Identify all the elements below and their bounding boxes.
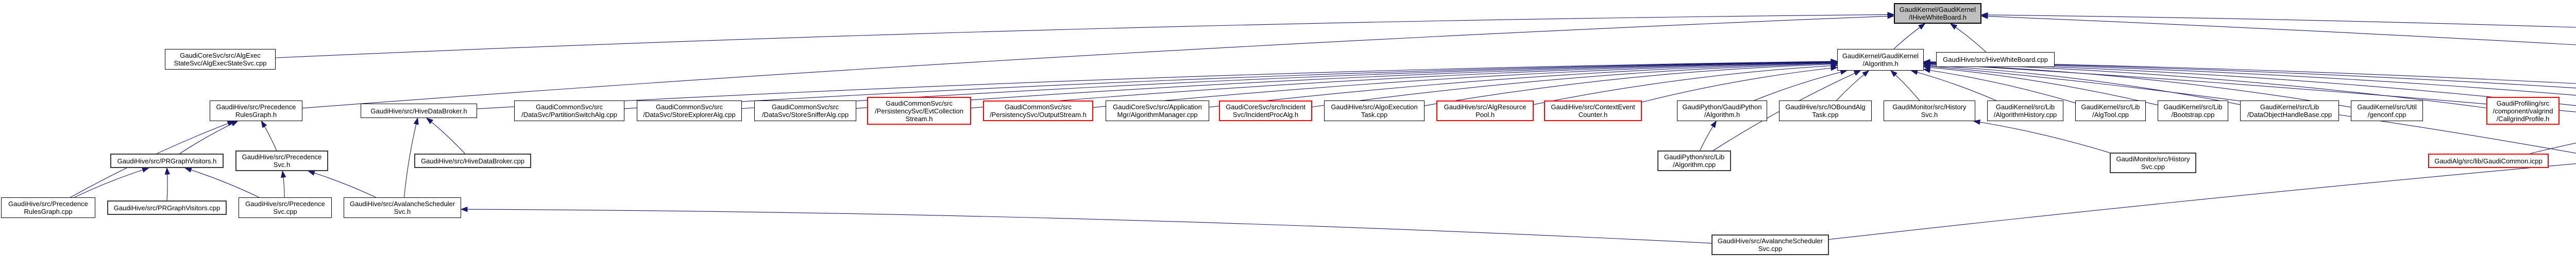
graph-node-avalancheschedulersvc_cpp[interactable]: GaudiHive/src/AvalancheScheduler Svc.cpp xyxy=(1711,234,1829,255)
include-edge xyxy=(1923,61,2576,89)
graph-node-bootstrap_cpp[interactable]: GaudiKernel/src/Lib /Bootstrap.cpp xyxy=(2158,100,2228,121)
include-edge xyxy=(275,14,1894,58)
graph-node-hivewhiteboard_cpp[interactable]: GaudiHive/src/HiveWhiteBoard.cpp xyxy=(1936,52,2055,67)
graph-node-gaudipython_algorithm_cpp[interactable]: GaudiPython/src/Lib /Algorithm.cpp xyxy=(1657,150,1731,171)
graph-node-historysvc_cpp[interactable]: GaudiMonitor/src/History Svc.cpp xyxy=(2110,153,2196,173)
include-edge xyxy=(1641,67,1838,103)
include-edge xyxy=(1533,65,1838,105)
graph-node-precedencerulesgraph_cpp[interactable]: GaudiHive/src/Precedence RulesGraph.cpp xyxy=(1,197,95,218)
include-edge xyxy=(971,61,1838,109)
graph-node-ihivewhiteboard_h[interactable]: GaudiKernel/GaudiKernel /IHiveWhiteBoard… xyxy=(1894,3,1981,24)
graph-node-storesnifferalg_cpp[interactable]: GaudiCommonSvc/src /DataSvc/StoreSniffer… xyxy=(754,100,856,121)
edge-arrowhead xyxy=(413,117,419,125)
include-edge xyxy=(308,171,376,198)
include-edge xyxy=(426,118,465,154)
include-edge xyxy=(302,15,1894,109)
graph-node-algexecstatesvc_cpp[interactable]: GaudiCoreSvc/src/AlgExec StateSvc/AlgExe… xyxy=(165,49,276,70)
graph-node-ioboundalgtask_cpp[interactable]: GaudiHive/src/IOBoundAlg Task.cpp xyxy=(1779,100,1872,121)
graph-node-hivedatabroker_cpp[interactable]: GaudiHive/src/HiveDataBroker.cpp xyxy=(414,154,531,168)
graph-node-contexteventcounter_h[interactable]: GaudiHive/src/ContextEvent Counter.h xyxy=(1544,100,1642,121)
edge-arrowhead xyxy=(1910,70,1919,75)
include-edge xyxy=(1754,70,1847,101)
include-edge xyxy=(1981,14,2576,28)
include-edge xyxy=(1209,62,1838,108)
include-edge xyxy=(179,121,238,154)
edge-arrowhead xyxy=(1980,13,1988,19)
include-edge xyxy=(1093,62,1838,108)
edge-arrowhead xyxy=(1973,119,1981,125)
include-edge xyxy=(1950,23,1987,53)
graph-node-algresourcepool_h[interactable]: GaudiHive/src/AlgResource Pool.h xyxy=(1436,100,1534,121)
include-edge xyxy=(1923,69,2076,104)
graph-node-prgraphvisitors_h[interactable]: GaudiHive/src/PRGraphVisitors.h xyxy=(110,154,224,168)
edge-arrowhead xyxy=(1923,63,1930,69)
graph-node-algorithm_h[interactable]: GaudiKernel/GaudiKernel /Algorithm.h xyxy=(1837,49,1924,71)
graph-node-precedencesvc_cpp[interactable]: GaudiHive/src/Precedence Svc.cpp xyxy=(239,197,332,218)
graph-node-algorithmmanager_cpp[interactable]: GaudiCoreSvc/src/Application Mgr/Algorit… xyxy=(1106,100,1209,121)
include-edge xyxy=(856,61,1838,109)
graph-node-hivedatabroker_h[interactable]: GaudiHive/src/HiveDataBroker.h xyxy=(361,104,477,118)
include-edge xyxy=(1836,70,1869,101)
include-edge xyxy=(1973,121,2110,153)
graph-node-prgraphvisitors_cpp[interactable]: GaudiHive/src/PRGraphVisitors.cpp xyxy=(107,200,227,215)
include-edge xyxy=(1923,66,2158,106)
edge-arrowhead xyxy=(1853,70,1861,76)
graph-node-evtcollectionstream_h[interactable]: GaudiCommonSvc/src /PersistencySvc/EvtCo… xyxy=(867,97,971,125)
edge-arrowhead xyxy=(142,167,149,173)
include-edge xyxy=(1312,63,1838,108)
graph-node-outputstream_h[interactable]: GaudiCommonSvc/src /PersistencySvc/Outpu… xyxy=(983,100,1093,121)
edge-arrowhead xyxy=(1950,23,1958,30)
include-edge xyxy=(1828,163,2576,240)
include-edge xyxy=(461,209,1712,244)
include-edge xyxy=(1911,70,1996,101)
include-edge xyxy=(1923,64,2241,105)
include-edge xyxy=(2530,142,2576,154)
edge-arrowhead xyxy=(1890,70,1897,77)
edge-arrowhead xyxy=(1918,23,1926,30)
graph-node-callgrindprofile_h[interactable]: GaudiProfiling/src /component/valgrind /… xyxy=(2486,97,2560,125)
include-edge xyxy=(1424,63,1838,106)
edge-arrowhead xyxy=(261,120,267,128)
graph-node-algorithmhistory_cpp[interactable]: GaudiKernel/src/Lib /AlgorithmHistory.cp… xyxy=(1987,100,2063,121)
graph-node-genconf_cpp[interactable]: GaudiKernel/src/Util /genconf.cpp xyxy=(2351,100,2423,121)
edge-arrowhead xyxy=(426,118,434,124)
graph-node-algoexecutiontask_cpp[interactable]: GaudiHive/src/AlgoExecution Task.cpp xyxy=(1324,100,1425,121)
graph-node-algtool_cpp[interactable]: GaudiKernel/src/Lib /AlgTool.cpp xyxy=(2075,100,2146,121)
graph-node-gaudicommon_icpp[interactable]: GaudiAlg/src/lib/GaudiCommon.icpp xyxy=(2428,154,2549,168)
graph-node-precedencerulesgraph_h[interactable]: GaudiHive/src/Precedence RulesGraph.h xyxy=(210,100,302,121)
graph-node-precedencesvc_h[interactable]: GaudiHive/src/Precedence Svc.h xyxy=(235,150,328,171)
graph-node-incidentprocalg_h[interactable]: GaudiCoreSvc/src/Incident Svc/IncidentPr… xyxy=(1219,100,1312,121)
include-edge xyxy=(477,61,1838,109)
include-edge xyxy=(74,167,149,198)
include-edge xyxy=(624,61,1838,109)
graph-node-historysvc_h[interactable]: GaudiMonitor/src/History Svc.h xyxy=(1884,100,1975,121)
include-edge xyxy=(185,167,260,198)
edge-arrowhead xyxy=(227,121,235,126)
edge-arrowhead xyxy=(1710,120,1717,128)
graph-node-gaudipython_algorithm_h[interactable]: GaudiPython/GaudiPython /Algorithm.h xyxy=(1677,100,1767,121)
include-edge xyxy=(1923,61,2576,84)
graph-node-avalancheschedulersvc_h[interactable]: GaudiHive/src/AvalancheScheduler Svc.h xyxy=(344,197,461,218)
include-edge xyxy=(1981,15,2576,45)
include-edge xyxy=(1923,63,2576,112)
graph-node-storeexploreralg_cpp[interactable]: GaudiCommonSvc/src /DataSvc/StoreExplore… xyxy=(637,100,742,121)
edge-arrowhead xyxy=(184,167,192,173)
edge-arrowhead xyxy=(460,206,468,212)
edge-arrowhead xyxy=(164,167,171,175)
edge-arrowhead xyxy=(1831,65,1838,71)
edge-arrowhead xyxy=(1862,70,1870,77)
edge-arrowhead xyxy=(1887,13,1895,19)
include-edge xyxy=(403,118,418,198)
graph-node-dataobjecthandlebase_cpp[interactable]: GaudiKernel/src/Lib /DataObjectHandleBas… xyxy=(2240,100,2339,121)
edge-arrowhead xyxy=(308,170,315,176)
graph-node-partitionswitchalg_cpp[interactable]: GaudiCommonSvc/src /DataSvc/PartitionSwi… xyxy=(514,100,624,121)
edge-arrowhead xyxy=(281,170,286,178)
